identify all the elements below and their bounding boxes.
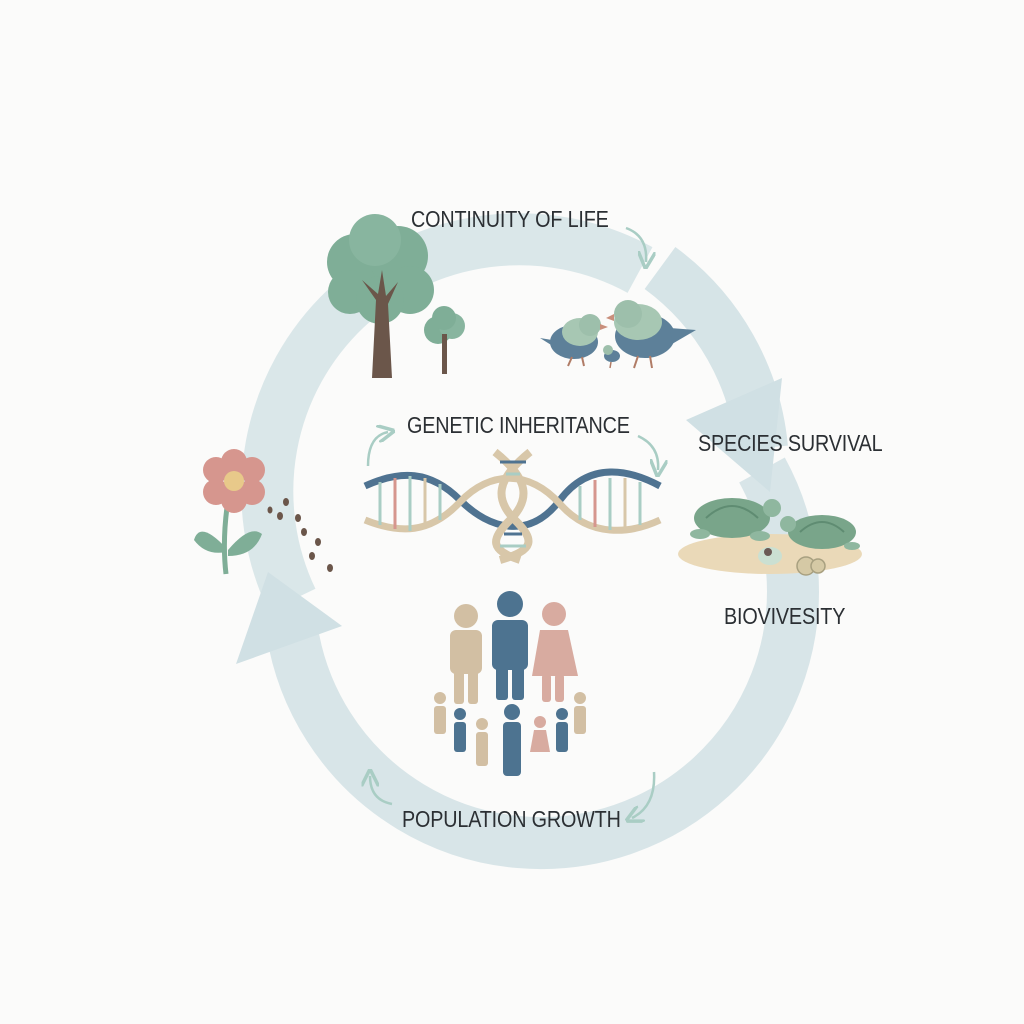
arrow-icon: [637, 434, 658, 470]
bird-icon: [603, 345, 620, 369]
people-icon: [434, 591, 586, 776]
seed-icon: [267, 498, 333, 572]
dna-icon: [492, 448, 533, 564]
arrow-icon: [236, 572, 342, 664]
arrow-icon: [632, 771, 656, 818]
label-genetic-inheritance: GENETIC INHERITANCE: [407, 412, 630, 438]
label-population-growth: POPULATION GROWTH: [402, 806, 621, 832]
flower-icon: [194, 449, 265, 575]
label-species-survival: SPECIES SURVIVAL: [698, 430, 883, 456]
arrow-icon: [370, 776, 393, 806]
arrow-icon: [366, 432, 388, 467]
arrow-icon: [686, 378, 782, 492]
arrow-icon: [625, 226, 646, 262]
bird-icon: [606, 300, 696, 369]
tree-icon: [424, 306, 465, 374]
label-biodiversity: BIOVIVESITY: [724, 603, 846, 629]
label-continuity-of-life: CONTINUITY OF LIFE: [411, 206, 609, 232]
bird-icon: [540, 314, 608, 367]
turtle-icon: [678, 498, 862, 576]
tree-icon: [327, 214, 434, 378]
small-arrows: [366, 226, 658, 818]
